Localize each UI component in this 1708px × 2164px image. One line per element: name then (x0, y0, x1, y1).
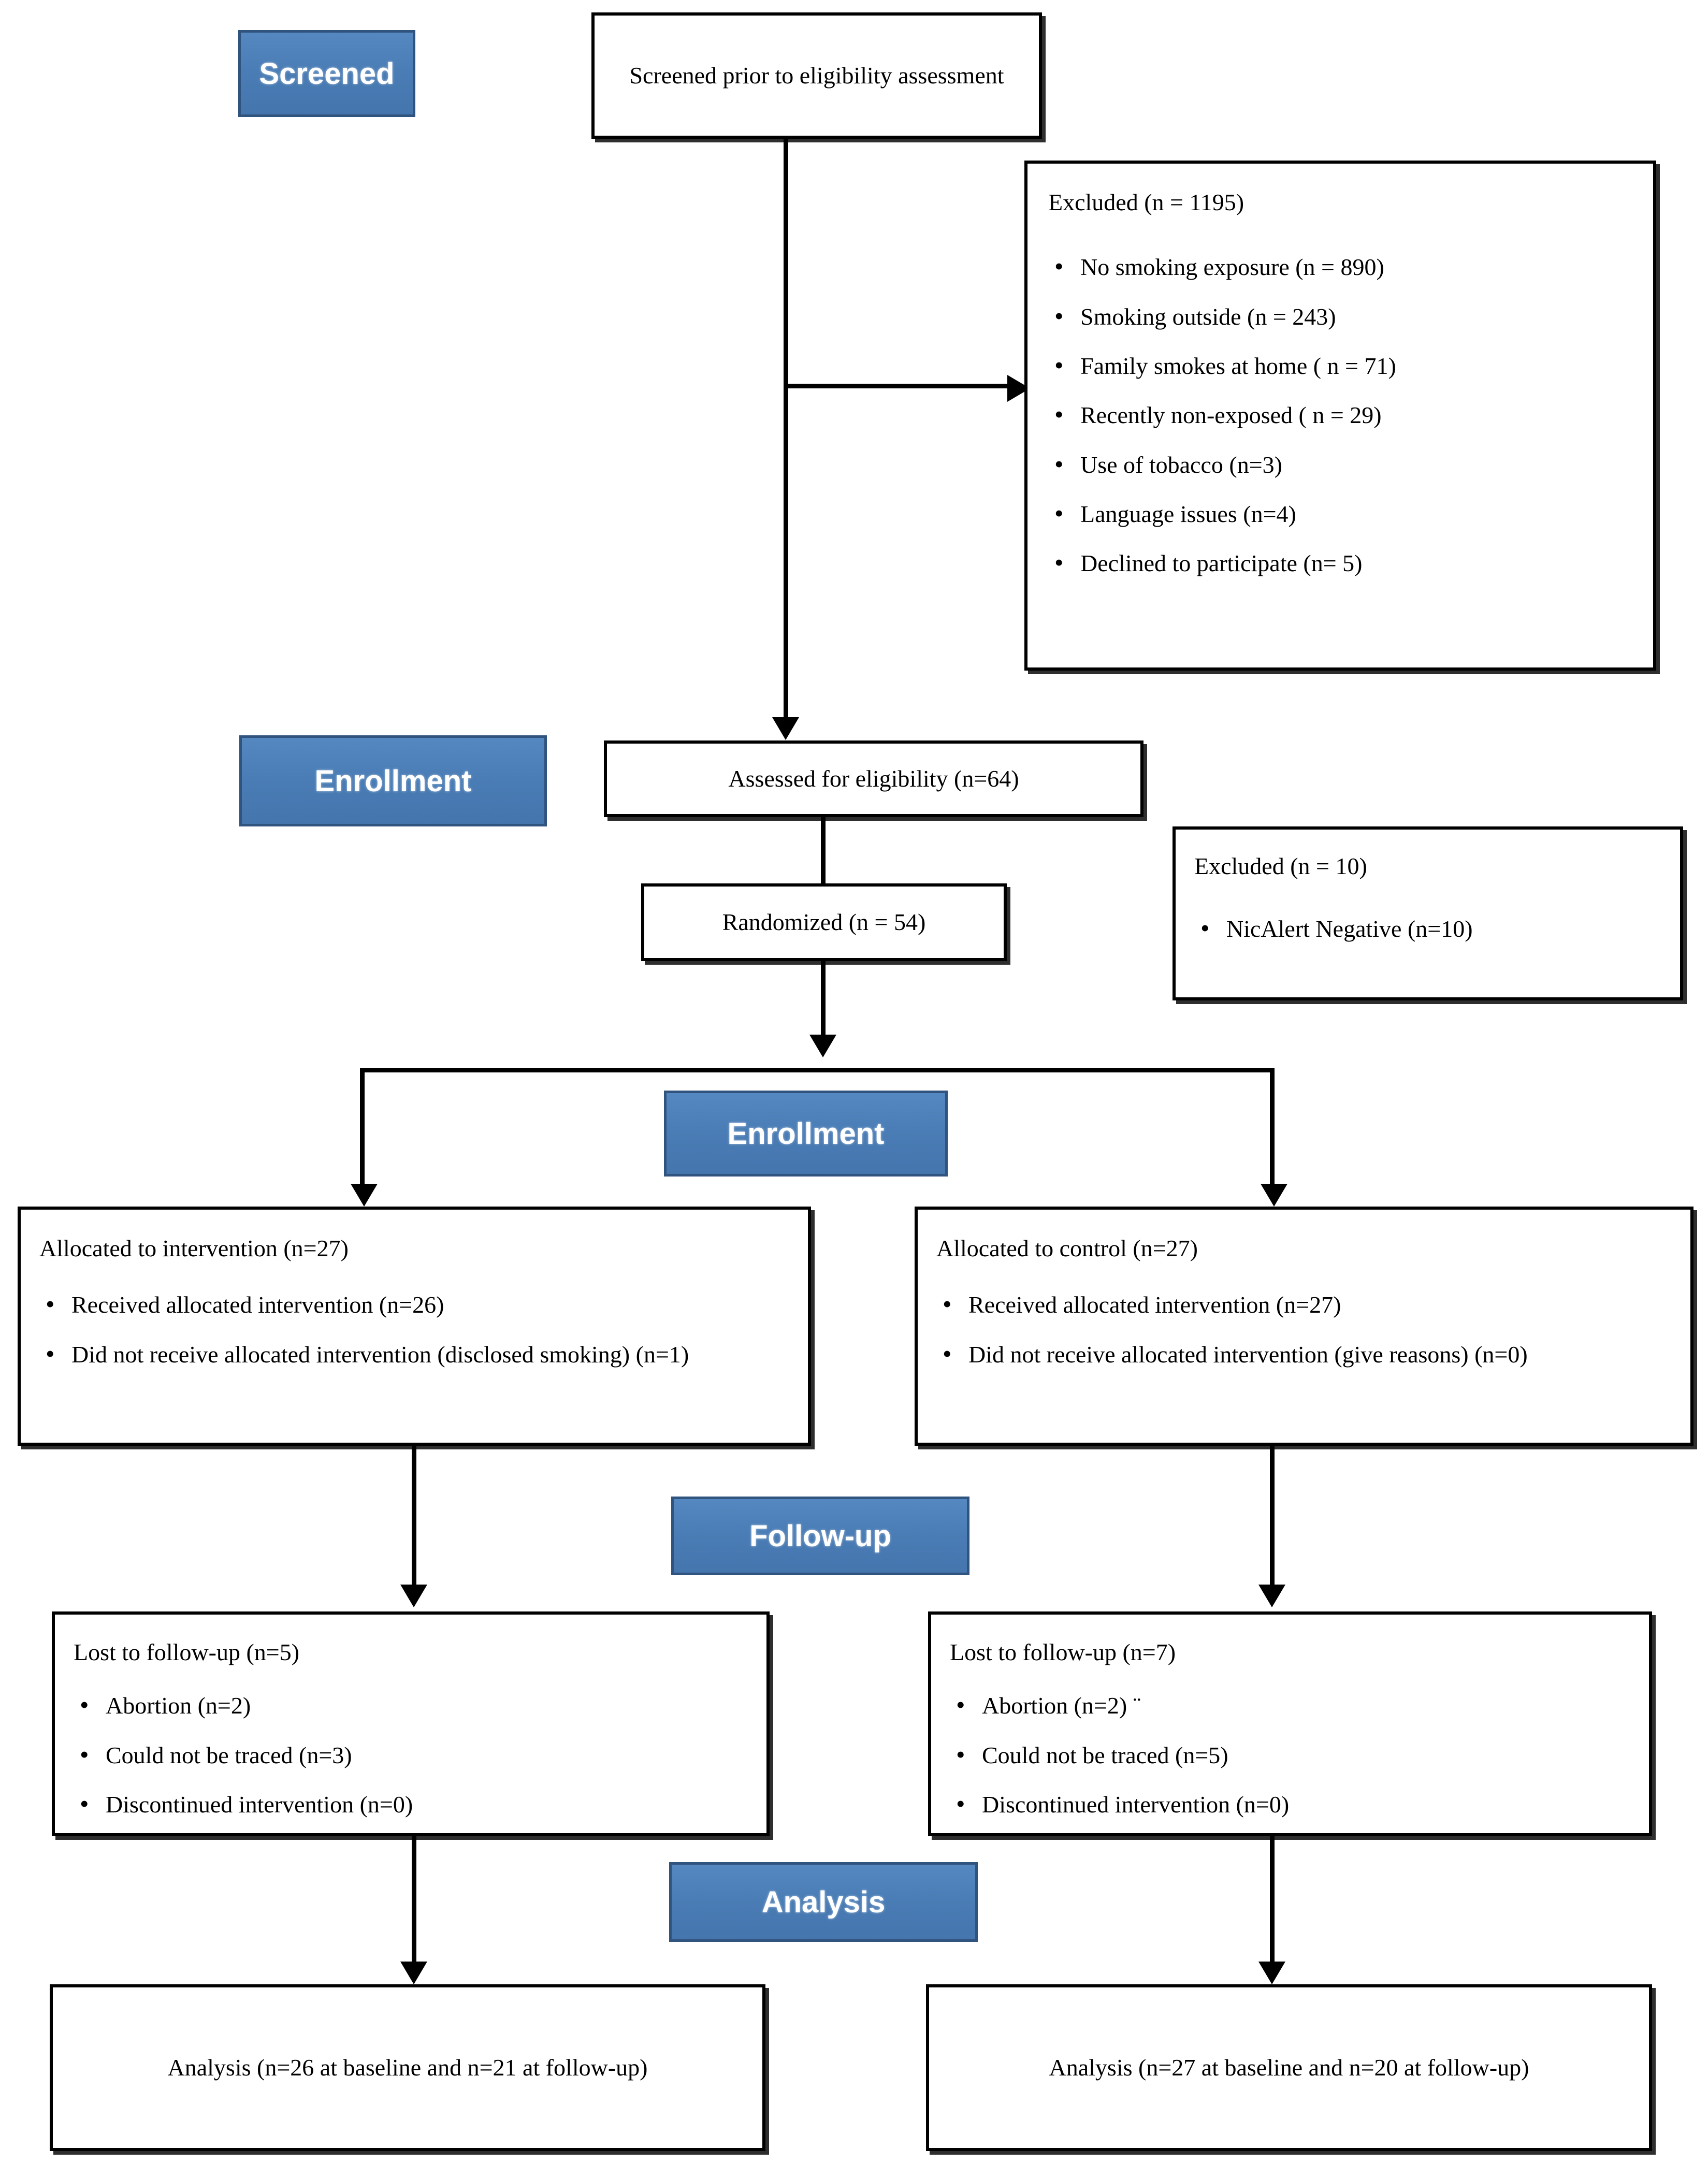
box-lost-control-title: Lost to follow-up (n=7) (950, 1639, 1176, 1665)
box-analysis-control-text: Analysis (n=27 at baseline and n=20 at f… (1049, 2054, 1529, 2081)
arrowhead-lost-intervention-to-analysis (400, 1962, 427, 1984)
stage-badge-enrollment-1-label: Enrollment (314, 764, 472, 798)
list-item: Recently non-exposed ( n = 29) (1048, 396, 1632, 433)
arrowhead-randomized-down (809, 1035, 836, 1057)
excluded-screening-list: No smoking exposure (n = 890) Smoking ou… (1048, 248, 1632, 581)
arrowhead-lost-control-to-analysis (1258, 1962, 1285, 1984)
box-randomized: Randomized (n = 54) (641, 883, 1007, 961)
box-lost-intervention: Lost to follow-up (n=5) Abortion (n=2) C… (52, 1611, 770, 1836)
connector-lost-control-to-analysis (1270, 1836, 1275, 1966)
stage-badge-analysis: Analysis (669, 1862, 978, 1942)
arrowhead-split-left (351, 1184, 378, 1207)
connector-screened-to-assessed (784, 139, 788, 720)
box-analysis-intervention-text: Analysis (n=26 at baseline and n=21 at f… (167, 2054, 648, 2081)
box-excluded-randomization-title: Excluded (n = 10) (1194, 853, 1367, 879)
connector-allocated-control-to-lost (1270, 1446, 1275, 1589)
box-analysis-control: Analysis (n=27 at baseline and n=20 at f… (926, 1984, 1652, 2151)
connector-to-excluded-screening (784, 384, 1011, 388)
box-lost-control: Lost to follow-up (n=7) Abortion (n=2) ¨… (928, 1611, 1652, 1836)
list-item: Smoking outside (n = 243) (1048, 298, 1632, 335)
split-leg-left (360, 1068, 365, 1188)
box-assessed-eligibility-title: Assessed for eligibility (n=64) (728, 765, 1019, 792)
excluded-randomization-list: NicAlert Negative (n=10) (1194, 910, 1661, 947)
list-item: Received allocated intervention (n=27) (936, 1286, 1672, 1323)
list-item: Declined to participate (n= 5) (1048, 544, 1632, 581)
box-excluded-screening: Excluded (n = 1195) No smoking exposure … (1024, 161, 1656, 671)
box-allocated-intervention-title: Allocated to intervention (n=27) (39, 1235, 349, 1261)
list-item: NicAlert Negative (n=10) (1194, 910, 1661, 947)
box-screened-prior-text: Screened prior to eligibility assessment (629, 62, 1004, 89)
box-allocated-intervention: Allocated to intervention (n=27) Receive… (18, 1207, 811, 1446)
connector-randomized-down (821, 961, 826, 1039)
connector-assessed-to-randomized (821, 817, 826, 885)
box-randomized-title: Randomized (n = 54) (722, 909, 926, 936)
split-bar-allocation (360, 1068, 1275, 1072)
list-item: No smoking exposure (n = 890) (1048, 248, 1632, 285)
box-excluded-screening-title: Excluded (n = 1195) (1048, 189, 1244, 215)
stage-badge-followup: Follow-up (671, 1497, 969, 1575)
box-excluded-randomization: Excluded (n = 10) NicAlert Negative (n=1… (1173, 826, 1683, 1000)
arrowhead-split-right (1261, 1184, 1287, 1207)
list-item: Received allocated intervention (n=26) (39, 1286, 789, 1323)
connector-allocated-intervention-to-lost (412, 1446, 416, 1589)
box-allocated-control-title: Allocated to control (n=27) (936, 1235, 1198, 1261)
allocated-intervention-list: Received allocated intervention (n=26) D… (39, 1286, 789, 1372)
list-item: Could not be traced (n=3) (74, 1736, 748, 1773)
lost-intervention-list: Abortion (n=2) Could not be traced (n=3)… (74, 1687, 748, 1822)
stage-badge-enrollment-1: Enrollment (239, 735, 547, 826)
stage-badge-enrollment-2: Enrollment (664, 1091, 948, 1177)
stage-badge-analysis-label: Analysis (761, 1885, 886, 1919)
list-item: Discontinued intervention (n=0) (950, 1785, 1630, 1822)
box-allocated-control: Allocated to control (n=27) Received all… (915, 1207, 1693, 1446)
arrowhead-screened-to-assessed (772, 717, 799, 740)
list-item: Use of tobacco (n=3) (1048, 446, 1632, 483)
arrowhead-allocated-intervention-to-lost (400, 1585, 427, 1607)
arrowhead-allocated-control-to-lost (1258, 1585, 1285, 1607)
stage-badge-screened-label: Screened (259, 56, 395, 91)
list-item: Could not be traced (n=5) (950, 1736, 1630, 1773)
list-item: Discontinued intervention (n=0) (74, 1785, 748, 1822)
lost-control-list: Abortion (n=2) ¨ Could not be traced (n=… (950, 1687, 1630, 1822)
stage-badge-screened: Screened (238, 30, 415, 117)
allocated-control-list: Received allocated intervention (n=27) D… (936, 1286, 1672, 1372)
connector-lost-intervention-to-analysis (412, 1836, 416, 1966)
list-item: Did not receive allocated intervention (… (936, 1335, 1672, 1372)
box-analysis-intervention: Analysis (n=26 at baseline and n=21 at f… (50, 1984, 765, 2151)
box-lost-intervention-title: Lost to follow-up (n=5) (74, 1639, 300, 1665)
list-item: Family smokes at home ( n = 71) (1048, 347, 1632, 384)
box-assessed-eligibility: Assessed for eligibility (n=64) (604, 740, 1144, 817)
stage-badge-enrollment-2-label: Enrollment (727, 1116, 885, 1151)
stage-badge-followup-label: Follow-up (749, 1519, 891, 1553)
list-item: Did not receive allocated intervention (… (39, 1335, 789, 1372)
list-item: Language issues (n=4) (1048, 495, 1632, 532)
list-item: Abortion (n=2) (74, 1687, 748, 1723)
list-item: Abortion (n=2) ¨ (950, 1687, 1630, 1723)
split-leg-right (1270, 1068, 1275, 1188)
box-screened-prior: Screened prior to eligibility assessment (591, 12, 1042, 139)
